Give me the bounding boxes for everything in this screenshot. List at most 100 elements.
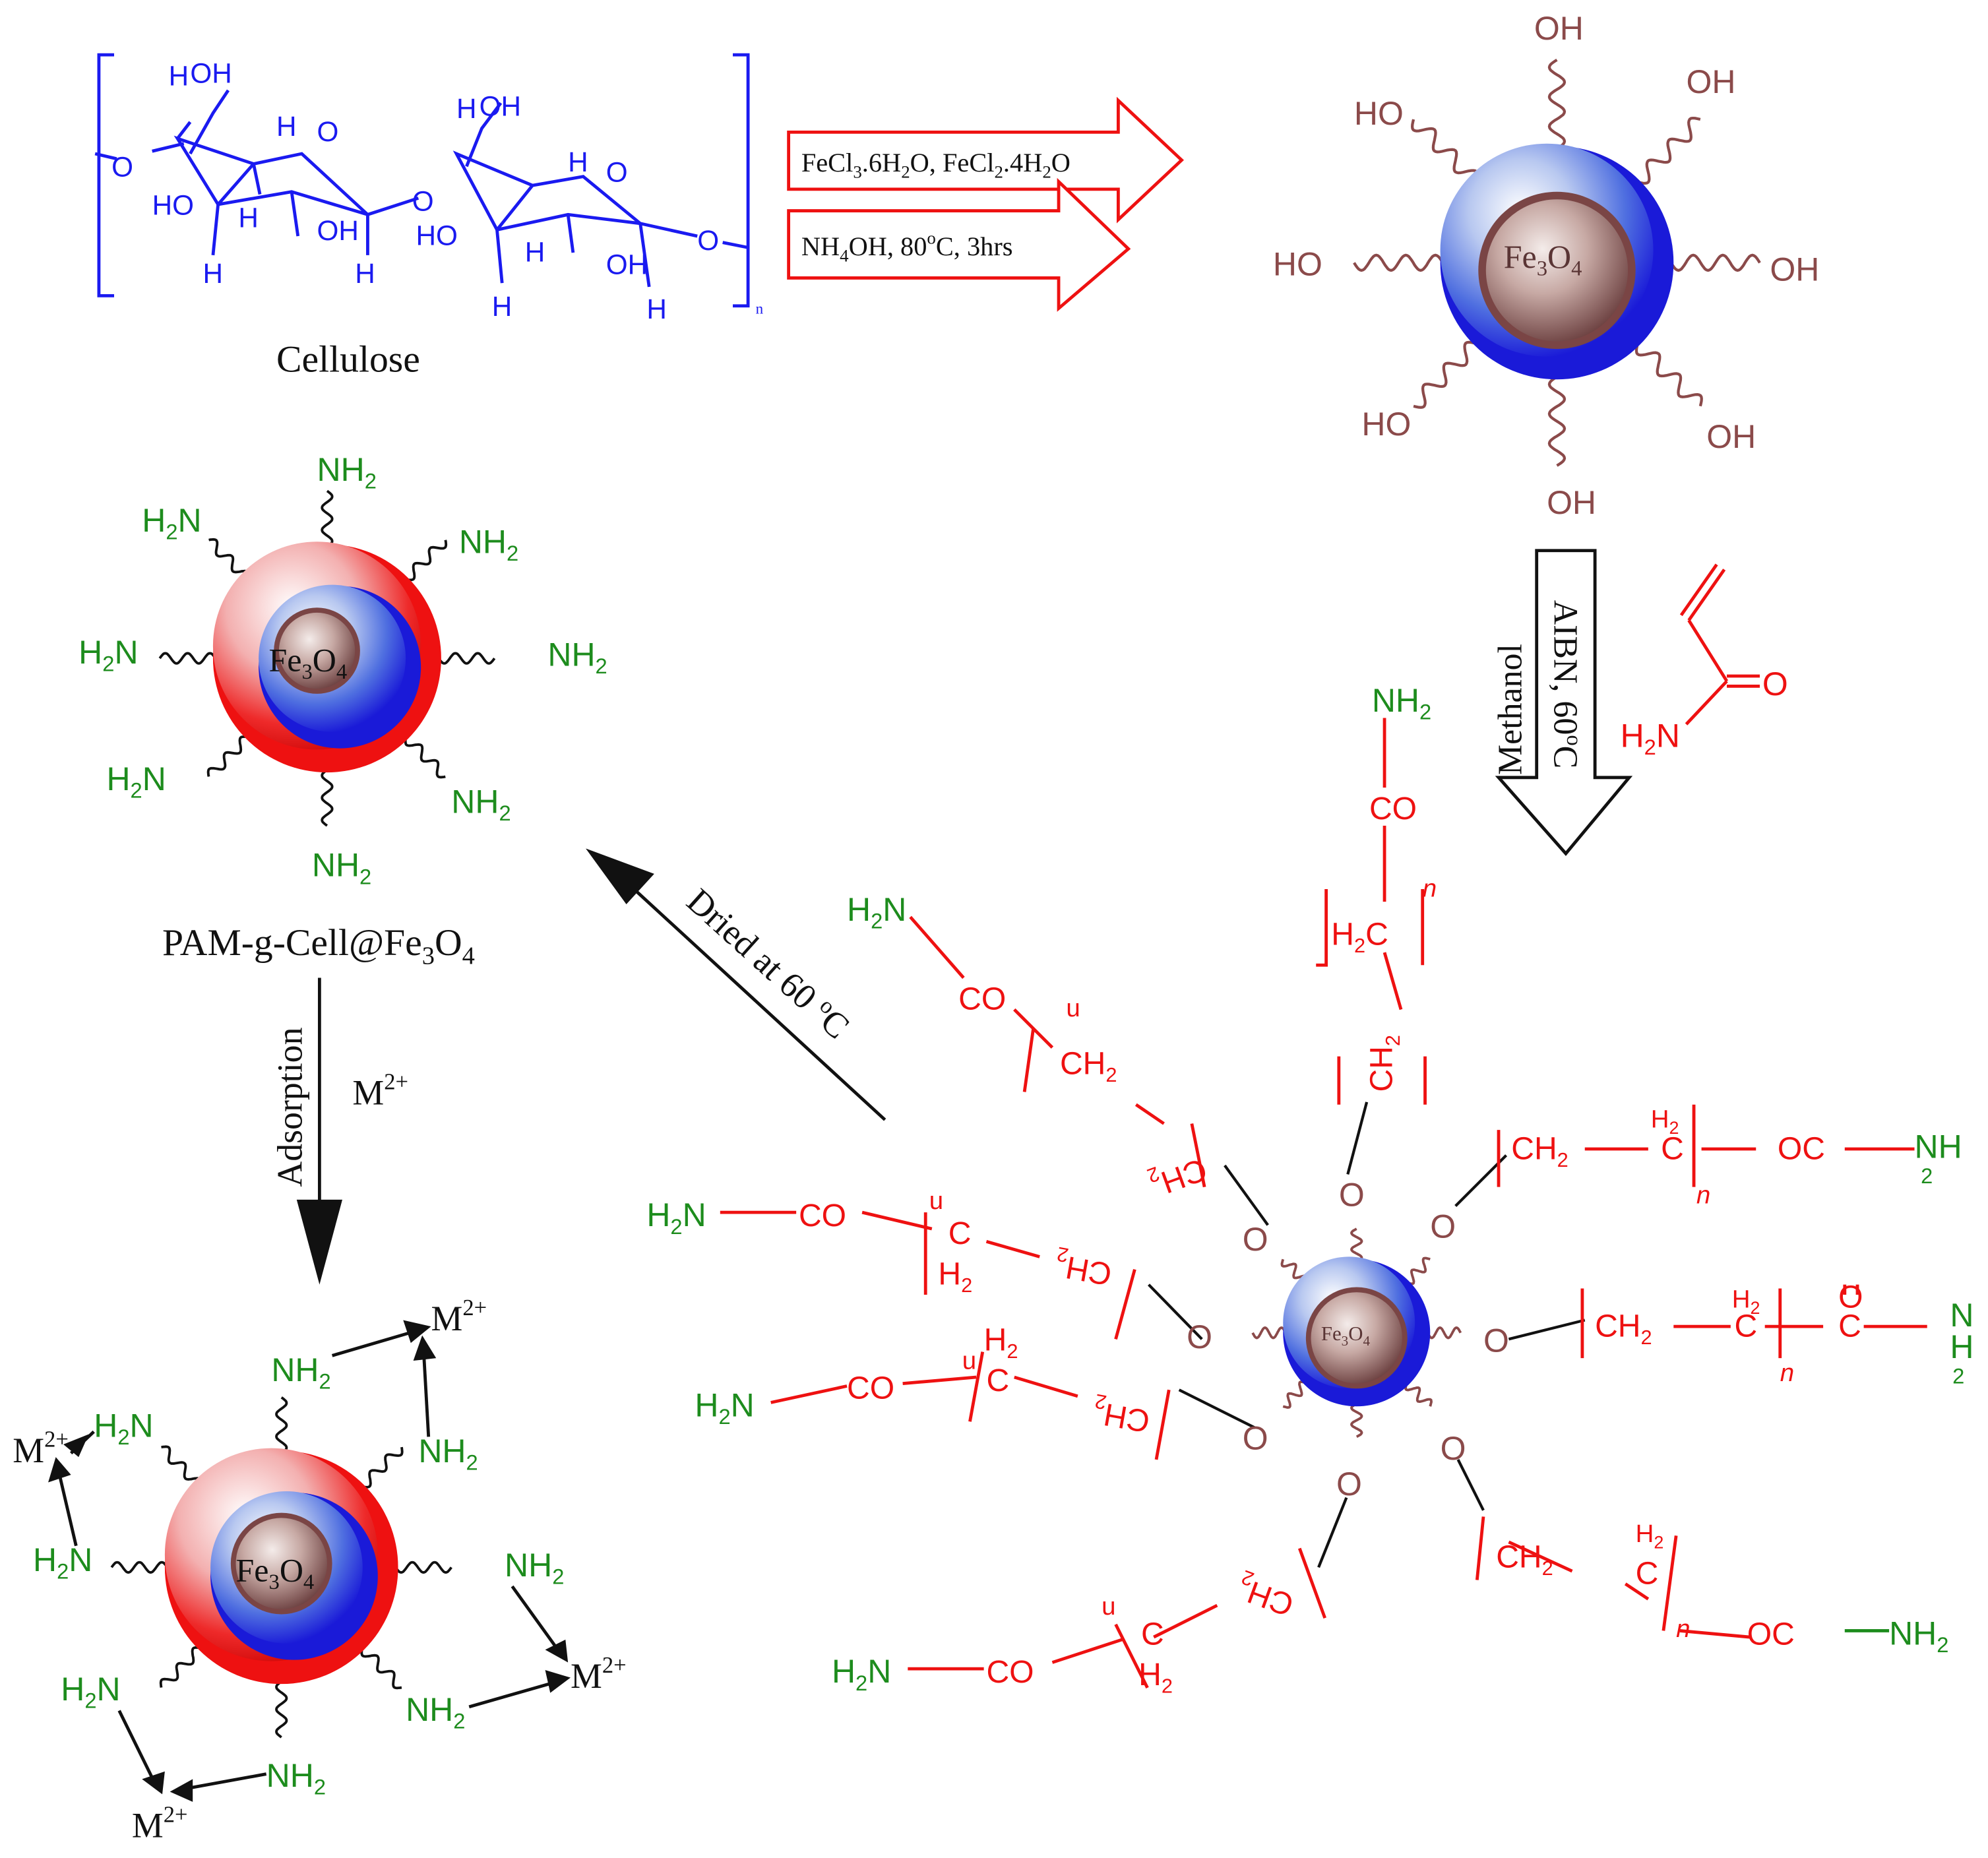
svg-text:OH: OH <box>1687 63 1736 100</box>
wavy-linker <box>1406 1256 1431 1285</box>
svg-text:OC: OC <box>1778 1131 1825 1166</box>
step4-label: Adsorption <box>270 1027 309 1187</box>
svg-text:H: H <box>238 202 259 233</box>
svg-text:H2: H2 <box>1732 1285 1760 1318</box>
svg-text:n: n <box>1102 1595 1115 1624</box>
svg-text:CO: CO <box>847 1371 894 1406</box>
svg-text:OH: OH <box>1770 251 1819 288</box>
svg-text:CO: CO <box>799 1198 846 1233</box>
svg-text:NH: NH <box>1915 1128 1962 1165</box>
wavy-linker <box>1547 375 1567 467</box>
svg-text:OH: OH <box>190 57 232 88</box>
svg-text:C: C <box>1661 1131 1684 1166</box>
wavy-linker <box>394 1561 452 1574</box>
svg-text:C: C <box>1636 1556 1659 1591</box>
wavy-linker <box>110 1561 169 1574</box>
wavy-linker <box>404 737 446 779</box>
svg-text:C: C <box>1735 1309 1758 1344</box>
svg-text:O: O <box>1430 1208 1456 1245</box>
svg-text:H: H <box>203 258 224 289</box>
svg-text:O: O <box>111 152 133 183</box>
svg-text:H2N: H2N <box>832 1653 891 1695</box>
svg-text:H2N: H2N <box>78 634 138 676</box>
svg-text:NH2: NH2 <box>266 1757 326 1799</box>
wavy-linker <box>437 652 496 665</box>
wavy-linker <box>321 768 334 827</box>
svg-text:O: O <box>606 156 628 187</box>
wavy-linker <box>159 1646 201 1688</box>
svg-text:NH2: NH2 <box>317 451 377 493</box>
svg-text:O: O <box>1483 1322 1509 1359</box>
wavy-linker <box>1413 340 1477 409</box>
cellulose-label: Cellulose <box>276 339 420 381</box>
svg-text:NH2: NH2 <box>459 524 518 566</box>
svg-text:H: H <box>456 93 477 124</box>
wavy-linker <box>206 735 249 777</box>
svg-text:H: H <box>355 258 375 289</box>
wavy-linker <box>208 538 251 580</box>
graft-core-label: Fe3O4 <box>1321 1322 1371 1349</box>
svg-text:M2+: M2+ <box>132 1803 188 1845</box>
svg-text:O: O <box>1336 1466 1362 1502</box>
wavy-linker <box>1426 1326 1462 1340</box>
svg-text:HO: HO <box>1354 95 1404 132</box>
svg-text:OH: OH <box>317 215 359 246</box>
svg-text:OH: OH <box>1534 10 1584 47</box>
svg-text:CO: CO <box>1369 791 1417 826</box>
step2-initiator: AIBN, 60oC <box>1547 600 1586 769</box>
svg-text:O: O <box>1838 1280 1863 1315</box>
grafted-nanoparticle: Fe3O4 O O O O O O O O NH2 H2N NH 2 N H 2… <box>646 682 1973 1698</box>
svg-text:H: H <box>568 146 588 177</box>
svg-text:2: 2 <box>1952 1364 1964 1388</box>
svg-text:CH2: CH2 <box>1144 1146 1212 1203</box>
svg-text:HO: HO <box>152 189 194 220</box>
core-label: Fe3O4 <box>1504 238 1582 281</box>
cellulose-structure <box>94 53 750 308</box>
wavy-linker <box>1251 1326 1287 1340</box>
wavy-linker <box>275 1396 288 1454</box>
svg-text:HO: HO <box>1273 246 1322 283</box>
svg-text:H2C: H2C <box>1331 917 1388 958</box>
svg-text:O: O <box>1243 1221 1268 1258</box>
step4-arrow <box>296 977 342 1285</box>
wavy-linker <box>1350 1227 1363 1263</box>
wavy-linker <box>1637 116 1701 185</box>
svg-text:HO: HO <box>1361 406 1411 443</box>
adsorbed-linkers <box>110 1396 452 1739</box>
svg-text:CO: CO <box>958 982 1006 1017</box>
adsorbed-core <box>235 1518 327 1609</box>
svg-text:n: n <box>1423 874 1437 902</box>
svg-text:OH: OH <box>606 249 648 280</box>
svg-text:NH2: NH2 <box>505 1547 564 1589</box>
svg-text:H2N: H2N <box>61 1671 120 1713</box>
svg-text:n: n <box>929 1190 943 1218</box>
step1-reagent-line2: NH4OH, 80oC, 3hrs <box>801 228 1013 266</box>
graft-polymer-labels: CO n H2C CH2 CO n CH2 CH2 CH2 H2 C n OC … <box>799 791 1863 1697</box>
adsorbed-core-label: Fe3O4 <box>236 1551 315 1594</box>
wavy-linker <box>1669 253 1761 272</box>
svg-text:NH2: NH2 <box>418 1433 478 1475</box>
svg-text:NH2: NH2 <box>1372 682 1431 724</box>
wavy-linker <box>361 1446 404 1489</box>
cellulose-atoms: H OH O HO H H H O OH H O H OH H O HO H H… <box>111 57 719 325</box>
hydroxyl-nanoparticle: Fe3O4 OH OH HO HO OH HO OH OH <box>1273 10 1819 521</box>
svg-text:H: H <box>1950 1328 1973 1365</box>
svg-text:C: C <box>1838 1309 1861 1344</box>
svg-text:OC: OC <box>1747 1617 1795 1652</box>
svg-text:OH: OH <box>1547 484 1596 521</box>
svg-text:CH2: CH2 <box>1365 1035 1405 1092</box>
svg-text:C: C <box>948 1216 972 1251</box>
product-linkers <box>158 489 496 827</box>
svg-text:NH2: NH2 <box>406 1691 465 1733</box>
acrylamide-monomer <box>1679 563 1760 726</box>
svg-text:O: O <box>1243 1420 1268 1457</box>
svg-text:2: 2 <box>1921 1163 1933 1188</box>
step4-ion: M2+ <box>352 1070 408 1113</box>
svg-text:n: n <box>1780 1359 1794 1387</box>
svg-text:NH2: NH2 <box>547 636 607 679</box>
svg-text:M2+: M2+ <box>571 1653 627 1696</box>
svg-text:H2: H2 <box>1651 1105 1679 1138</box>
product-core-label: Fe3O4 <box>269 641 348 684</box>
svg-text:O: O <box>412 186 434 217</box>
